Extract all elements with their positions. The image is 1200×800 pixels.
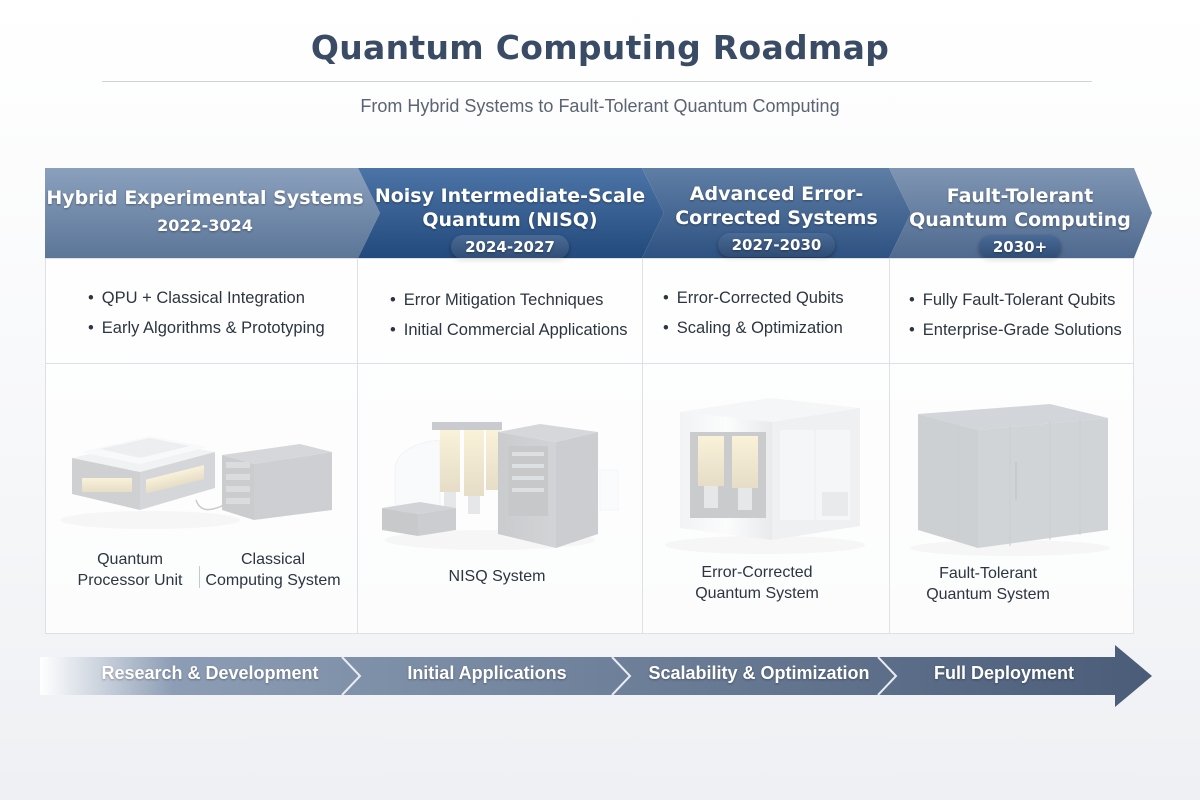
- stage-title-line2: Quantum Computing: [909, 209, 1131, 231]
- stage-years-badge: 2024-2027: [451, 235, 569, 259]
- bullet-item: Fully Fault-Tolerant Qubits: [909, 285, 1122, 315]
- bullet-item: QPU + Classical Integration: [88, 283, 325, 313]
- bullet-item: Enterprise-Grade Solutions: [909, 315, 1122, 345]
- stage-bullets-2: Error Mitigation Techniques Initial Comm…: [390, 285, 628, 345]
- phase-research: Research & Development: [101, 663, 319, 683]
- stage-banner-3: [642, 168, 911, 258]
- stage-title-line1: Noisy Intermediate-Scale: [374, 185, 646, 207]
- caption-divider: [199, 566, 200, 588]
- stage-title-line1: Advanced Error-: [689, 183, 864, 205]
- caption-line: Quantum: [97, 551, 163, 568]
- stage-header-2: Noisy Intermediate-Scale Quantum (NISQ) …: [370, 184, 650, 259]
- stage-header-3: Advanced Error- Corrected Systems 2027-2…: [654, 182, 899, 257]
- stage-title-line1: Fault-Tolerant: [946, 185, 1094, 207]
- bullet-item: Error Mitigation Techniques: [390, 285, 628, 315]
- stage-title-line2: Quantum (NISQ): [422, 209, 598, 231]
- bullet-item: Error-Corrected Qubits: [663, 283, 844, 313]
- caption-line: Quantum System: [695, 585, 819, 602]
- phase-scalability: Scalability & Optimization: [648, 663, 870, 683]
- page-title: Quantum Computing Roadmap: [310, 28, 890, 67]
- stage-header-4: Fault-Tolerant Quantum Computing 2030+: [900, 184, 1140, 259]
- caption-classical: Classical Computing System: [203, 549, 343, 591]
- panel-col-divider: [889, 258, 890, 634]
- caption-nisq: NISQ System: [397, 566, 597, 587]
- stage-bullets-4: Fully Fault-Tolerant Qubits Enterprise-G…: [909, 285, 1122, 345]
- caption-qpu: Quantum Processor Unit: [70, 549, 190, 591]
- stage-title: Hybrid Experimental Systems: [46, 187, 364, 209]
- stage-banner-2: [358, 168, 664, 258]
- caption-line: Classical: [240, 551, 305, 568]
- stage-years-badge: 2027-2030: [717, 233, 836, 257]
- caption-fault-tolerant: Fault-Tolerant Quantum System: [908, 563, 1068, 605]
- panel-col-divider: [642, 258, 643, 634]
- caption-line: Computing System: [205, 572, 341, 589]
- phase-initial-apps: Initial Applications: [407, 663, 567, 683]
- caption-line: Error-Corrected: [701, 564, 813, 581]
- caption-line: NISQ System: [448, 568, 546, 585]
- stage-title-line2: Corrected Systems: [675, 207, 878, 229]
- page-subtitle: From Hybrid Systems to Fault-Tolerant Qu…: [360, 96, 840, 116]
- stage-banner-4: [889, 168, 1152, 258]
- caption-line: Fault-Tolerant: [939, 565, 1037, 582]
- caption-line: Quantum System: [926, 586, 1050, 603]
- phase-arrow: [40, 645, 1152, 707]
- caption-error-corrected: Error-Corrected Quantum System: [667, 562, 847, 604]
- panel-row-divider: [45, 363, 1134, 364]
- stage-bullets-1: QPU + Classical Integration Early Algori…: [88, 283, 325, 343]
- panel-col-divider: [357, 258, 358, 634]
- stage-years: 2022-3024: [157, 216, 253, 235]
- bullet-item: Early Algorithms & Prototyping: [88, 313, 325, 343]
- bullet-item: Initial Commercial Applications: [390, 315, 628, 345]
- bullet-item: Scaling & Optimization: [663, 313, 844, 343]
- stage-bullets-3: Error-Corrected Qubits Scaling & Optimiz…: [663, 283, 844, 343]
- phase-full-deployment: Full Deployment: [933, 663, 1074, 683]
- stage-header-1: Hybrid Experimental Systems 2022-3024: [45, 186, 365, 235]
- stage-years-badge: 2030+: [978, 235, 1062, 259]
- stage-banner-1: [45, 168, 380, 258]
- caption-line: Processor Unit: [77, 572, 183, 589]
- title-divider: [102, 81, 1092, 82]
